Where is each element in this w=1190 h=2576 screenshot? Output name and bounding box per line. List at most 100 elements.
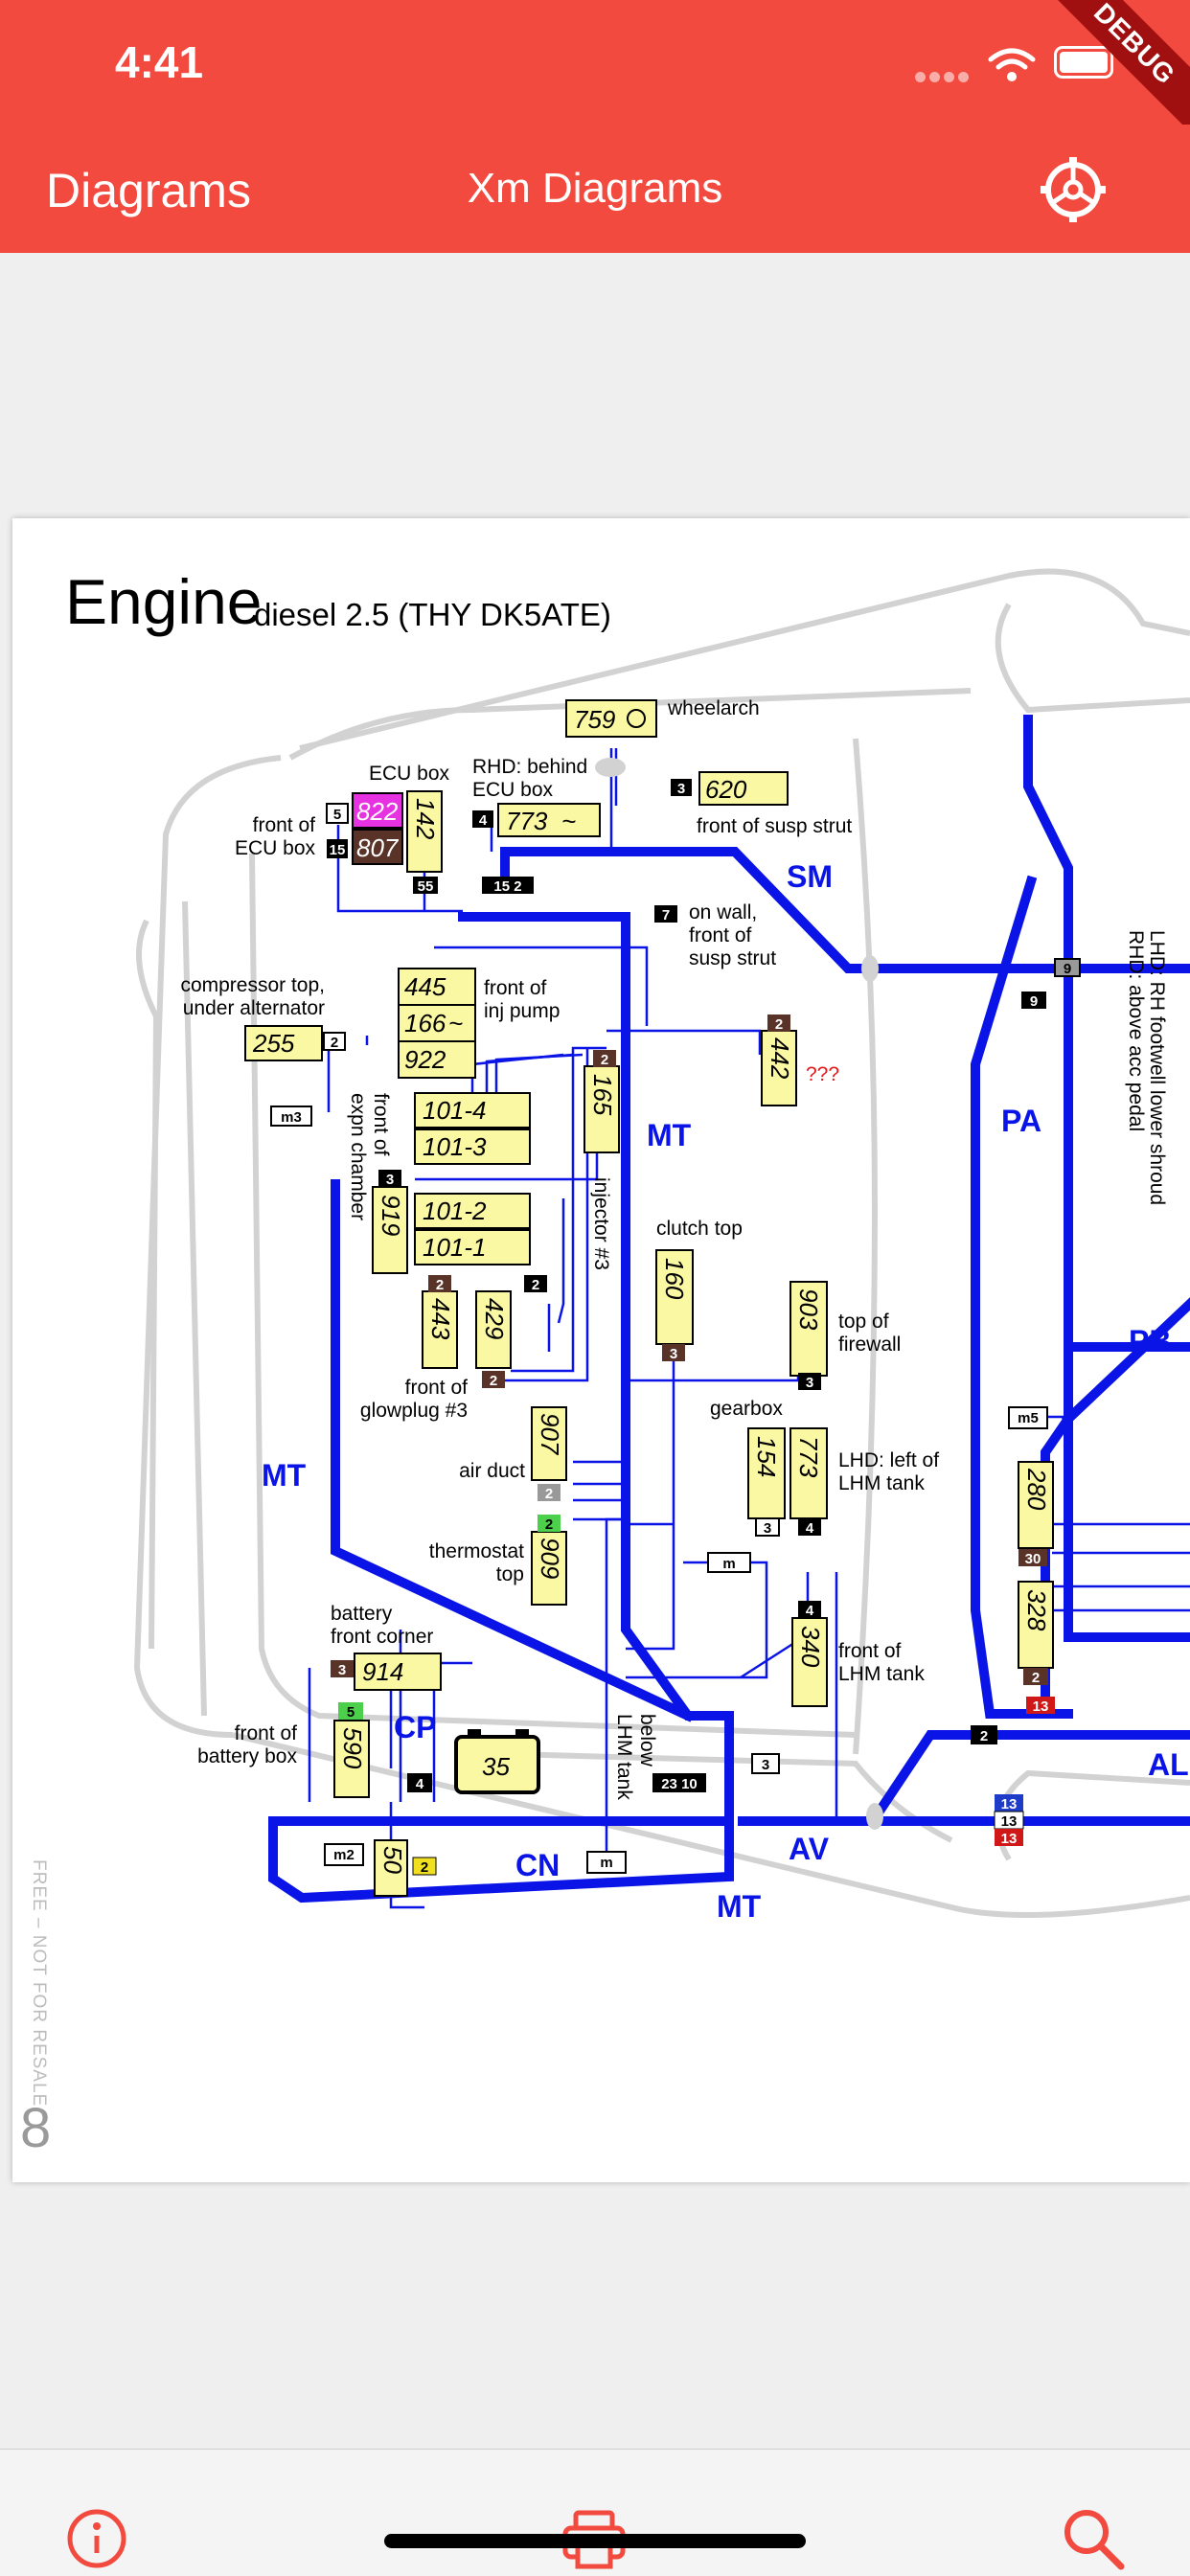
connector-3: 3 xyxy=(798,1373,821,1391)
svg-text:2: 2 xyxy=(421,1859,428,1876)
component-907: 907 xyxy=(531,1406,567,1481)
svg-text:914: 914 xyxy=(362,1657,403,1686)
gear-icon[interactable] xyxy=(1039,155,1108,224)
component-280: 280 xyxy=(1018,1461,1054,1549)
component-166: 166~ xyxy=(398,1004,476,1042)
harness-label-pb: PB xyxy=(1129,1324,1171,1358)
component-142: 142 xyxy=(406,790,443,873)
svg-text:165: 165 xyxy=(588,1074,617,1116)
info-icon[interactable] xyxy=(63,2505,130,2572)
svg-text:2: 2 xyxy=(1032,1670,1040,1686)
component-101-1: 101-1 xyxy=(414,1229,531,1265)
connector-blocks: 5 15 55 4 3 15 2 7 2 2 m3 2 3 2 2 2 3 3 … xyxy=(270,779,1081,1876)
svg-text:2: 2 xyxy=(532,1277,539,1293)
component-919: 919 xyxy=(372,1186,408,1274)
svg-text:2: 2 xyxy=(436,1277,444,1293)
component-101-3: 101-3 xyxy=(414,1128,531,1165)
svg-text:154: 154 xyxy=(752,1436,781,1477)
home-indicator[interactable] xyxy=(384,2534,806,2548)
svg-text:445: 445 xyxy=(404,972,446,1001)
harness-label-mt: MT xyxy=(717,1889,762,1924)
svg-text:4: 4 xyxy=(479,812,488,829)
svg-text:4: 4 xyxy=(416,1776,424,1792)
svg-text:443: 443 xyxy=(426,1298,455,1340)
connector-4: 4 xyxy=(472,810,493,829)
svg-text:922: 922 xyxy=(404,1045,446,1074)
svg-text:9: 9 xyxy=(1030,993,1038,1010)
svg-text:front of: front of xyxy=(253,814,316,836)
page-title: Xm Diagrams xyxy=(467,165,723,212)
component-154: 154 xyxy=(747,1427,786,1519)
component-160: 160 xyxy=(655,1249,694,1345)
search-icon[interactable] xyxy=(1060,2505,1127,2572)
svg-text:on wall,: on wall, xyxy=(689,901,757,923)
component-620: 620 xyxy=(698,771,789,806)
svg-text:15 2: 15 2 xyxy=(493,878,521,895)
svg-text:101-4: 101-4 xyxy=(423,1096,487,1125)
connector-30: 30 xyxy=(1018,1549,1047,1567)
connector-4: 4 xyxy=(407,1773,432,1792)
back-button[interactable]: Diagrams xyxy=(46,164,251,217)
component-101-2: 101-2 xyxy=(414,1193,531,1229)
component-101-4: 101-4 xyxy=(414,1092,531,1128)
component-922: 922 xyxy=(398,1040,476,1079)
connector-2: 2 xyxy=(1023,1668,1048,1686)
component-442: 442 xyxy=(761,1030,797,1106)
connector-5: 5 xyxy=(326,803,349,824)
status-bar: 4:41 DEBUG xyxy=(0,0,1190,135)
svg-text:3: 3 xyxy=(338,1662,346,1678)
status-time: 4:41 xyxy=(115,37,204,87)
svg-text:RHD: behind: RHD: behind xyxy=(472,756,587,778)
svg-text:907: 907 xyxy=(536,1413,564,1456)
connector-3: 3 xyxy=(331,1660,354,1678)
harness-label-al: AL xyxy=(1148,1747,1189,1782)
svg-text:340: 340 xyxy=(796,1626,825,1668)
svg-text:RHD: above acc pedal: RHD: above acc pedal xyxy=(1125,930,1147,1131)
component-903: 903 xyxy=(790,1281,828,1377)
svg-text:compressor top,: compressor top, xyxy=(180,974,325,996)
harness-label-mt: MT xyxy=(262,1458,307,1493)
component-labels: 759 620 773~ 822 807 445 166~ 922 255 10… xyxy=(244,699,789,1691)
component-590: 590 xyxy=(333,1720,370,1798)
svg-text:LHM tank: LHM tank xyxy=(838,1663,925,1685)
harness-label-av: AV xyxy=(789,1832,830,1866)
svg-text:13: 13 xyxy=(1001,1813,1018,1830)
svg-text:35: 35 xyxy=(482,1752,510,1781)
svg-text:101-1: 101-1 xyxy=(423,1233,487,1262)
svg-text:???: ??? xyxy=(806,1063,839,1085)
svg-text:top: top xyxy=(496,1563,524,1585)
harness-label-cp: CP xyxy=(394,1710,436,1744)
connector-55: 55 xyxy=(413,877,438,895)
svg-text:glowplug #3: glowplug #3 xyxy=(360,1400,468,1422)
svg-text:below: below xyxy=(636,1714,658,1767)
connector-4: 4 xyxy=(798,1518,821,1537)
svg-text:919: 919 xyxy=(377,1195,405,1236)
svg-text:442: 442 xyxy=(766,1037,794,1080)
svg-text:battery: battery xyxy=(331,1603,393,1625)
connector-13: 13 xyxy=(995,1794,1023,1812)
svg-text:clutch top: clutch top xyxy=(656,1218,743,1240)
svg-text:2: 2 xyxy=(545,1486,553,1502)
harness-label-pa: PA xyxy=(1001,1104,1041,1138)
svg-text:166: 166 xyxy=(404,1009,446,1037)
svg-text:m2: m2 xyxy=(333,1847,355,1863)
svg-text:23 10: 23 10 xyxy=(661,1776,698,1792)
svg-text:LHM tank: LHM tank xyxy=(838,1472,925,1494)
svg-text:front of: front of xyxy=(405,1377,469,1399)
svg-text:280: 280 xyxy=(1022,1468,1051,1511)
svg-text:3: 3 xyxy=(762,1757,769,1773)
svg-text:101-3: 101-3 xyxy=(423,1132,487,1161)
svg-text:7: 7 xyxy=(662,907,670,923)
connector-2: 2 xyxy=(538,1484,561,1502)
svg-text:773: 773 xyxy=(794,1436,823,1478)
connector-m: m xyxy=(707,1552,751,1573)
diagram-title: Engine xyxy=(65,566,263,637)
connector-13: 13 xyxy=(1026,1697,1055,1715)
svg-text:429: 429 xyxy=(480,1298,509,1339)
svg-text:9: 9 xyxy=(1064,961,1071,977)
diagram-page[interactable]: Engine diesel 2.5 (THY DK5ATE) xyxy=(12,518,1190,2182)
svg-text:2: 2 xyxy=(490,1373,497,1389)
svg-text:13: 13 xyxy=(1001,1796,1018,1812)
component-328: 328 xyxy=(1018,1581,1054,1669)
svg-text:front of: front of xyxy=(235,1722,298,1744)
